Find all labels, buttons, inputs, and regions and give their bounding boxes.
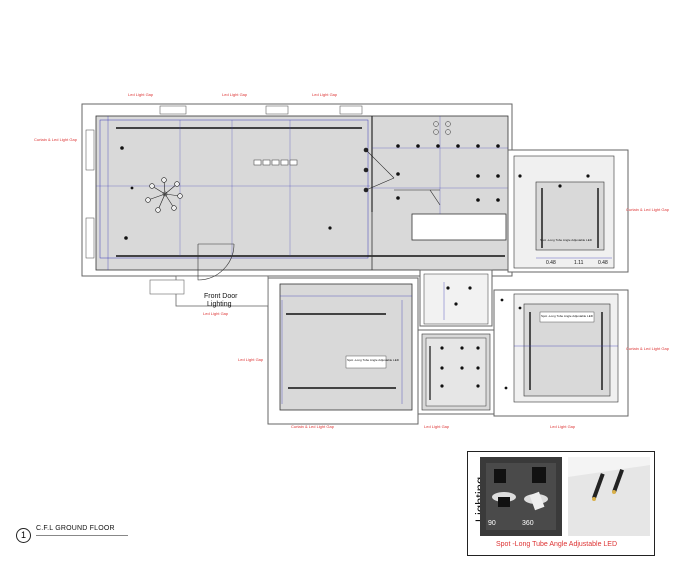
floor-plan: 0.48 1.11 0.48: [81, 103, 629, 425]
front-door-label: Front Door: [204, 293, 238, 300]
angle-label-90: 90: [488, 520, 496, 527]
front-door-lighting-label: Lighting: [207, 301, 232, 308]
angle-label-360: 360: [522, 520, 534, 527]
fixture-spot-icon: [486, 463, 556, 530]
dim-2: 1.11: [574, 260, 584, 266]
pendant-lights: [363, 147, 441, 206]
note-led-gap-3: Led Light Gap: [312, 92, 338, 97]
dim-1: 0.48: [546, 260, 556, 266]
note-led-gap-front: Led Light Gap: [203, 311, 229, 316]
note-led-gap-2: Led Light Gap: [222, 92, 248, 97]
fixture-ceiling-spot-icon: [568, 457, 650, 536]
sheet-title-underline: [36, 535, 128, 536]
note-curtain-gap-right2: Curtain & Led Light Gap: [626, 346, 669, 351]
note-led-gap-mid: Led Light Gap: [238, 357, 264, 362]
fixture-photo-1: 90 360: [480, 457, 562, 536]
spot-tag-1: Spot -Long Tube Angle Adjustable LED: [540, 238, 592, 242]
room-bathroom: [417, 329, 495, 415]
cooktop-icon: [433, 121, 451, 135]
note-curtain-gap-right1: Curtain & Led Light Gap: [626, 207, 669, 212]
room-middle-small: [419, 269, 493, 327]
chandelier-icon: [145, 177, 183, 213]
spot-tag-3: Spot -Long Tube Angle Adjustable LED: [347, 358, 399, 362]
note-curtain-gap-bottom: Curtain & Led Light Gap: [291, 424, 334, 429]
note-led-gap-bottom2: Led Light Gap: [550, 424, 576, 429]
windows-top: [85, 105, 363, 259]
entrance: [149, 243, 269, 307]
sheet-title: C.F.L GROUND FLOOR: [36, 525, 115, 532]
spotlights-main: [120, 144, 500, 240]
linear-pendant-icon: [253, 159, 298, 166]
note-led-gap-1: Led Light Gap: [128, 92, 154, 97]
main-hall: [81, 103, 513, 277]
fixture-photo-2: [568, 457, 650, 536]
room-right-upper: [507, 149, 629, 273]
dim-3: 0.48: [598, 260, 608, 266]
note-led-gap-bottom1: Led Light Gap: [424, 424, 450, 429]
room-lower-left: [267, 277, 419, 425]
note-curtain-gap-left: Curtain & Led Light Gap: [34, 137, 77, 142]
spot-tag-2: Spot -Long Tube Angle Adjustable LED: [541, 314, 593, 318]
legend-caption: Spot -Long Tube Angle Adjustable LED: [496, 541, 618, 548]
room-lower-right: [493, 289, 629, 417]
sheet-number: 1: [16, 528, 31, 543]
lighting-legend: Lighting 90 360 Spot -Long Tube Angle Ad…: [467, 451, 655, 556]
